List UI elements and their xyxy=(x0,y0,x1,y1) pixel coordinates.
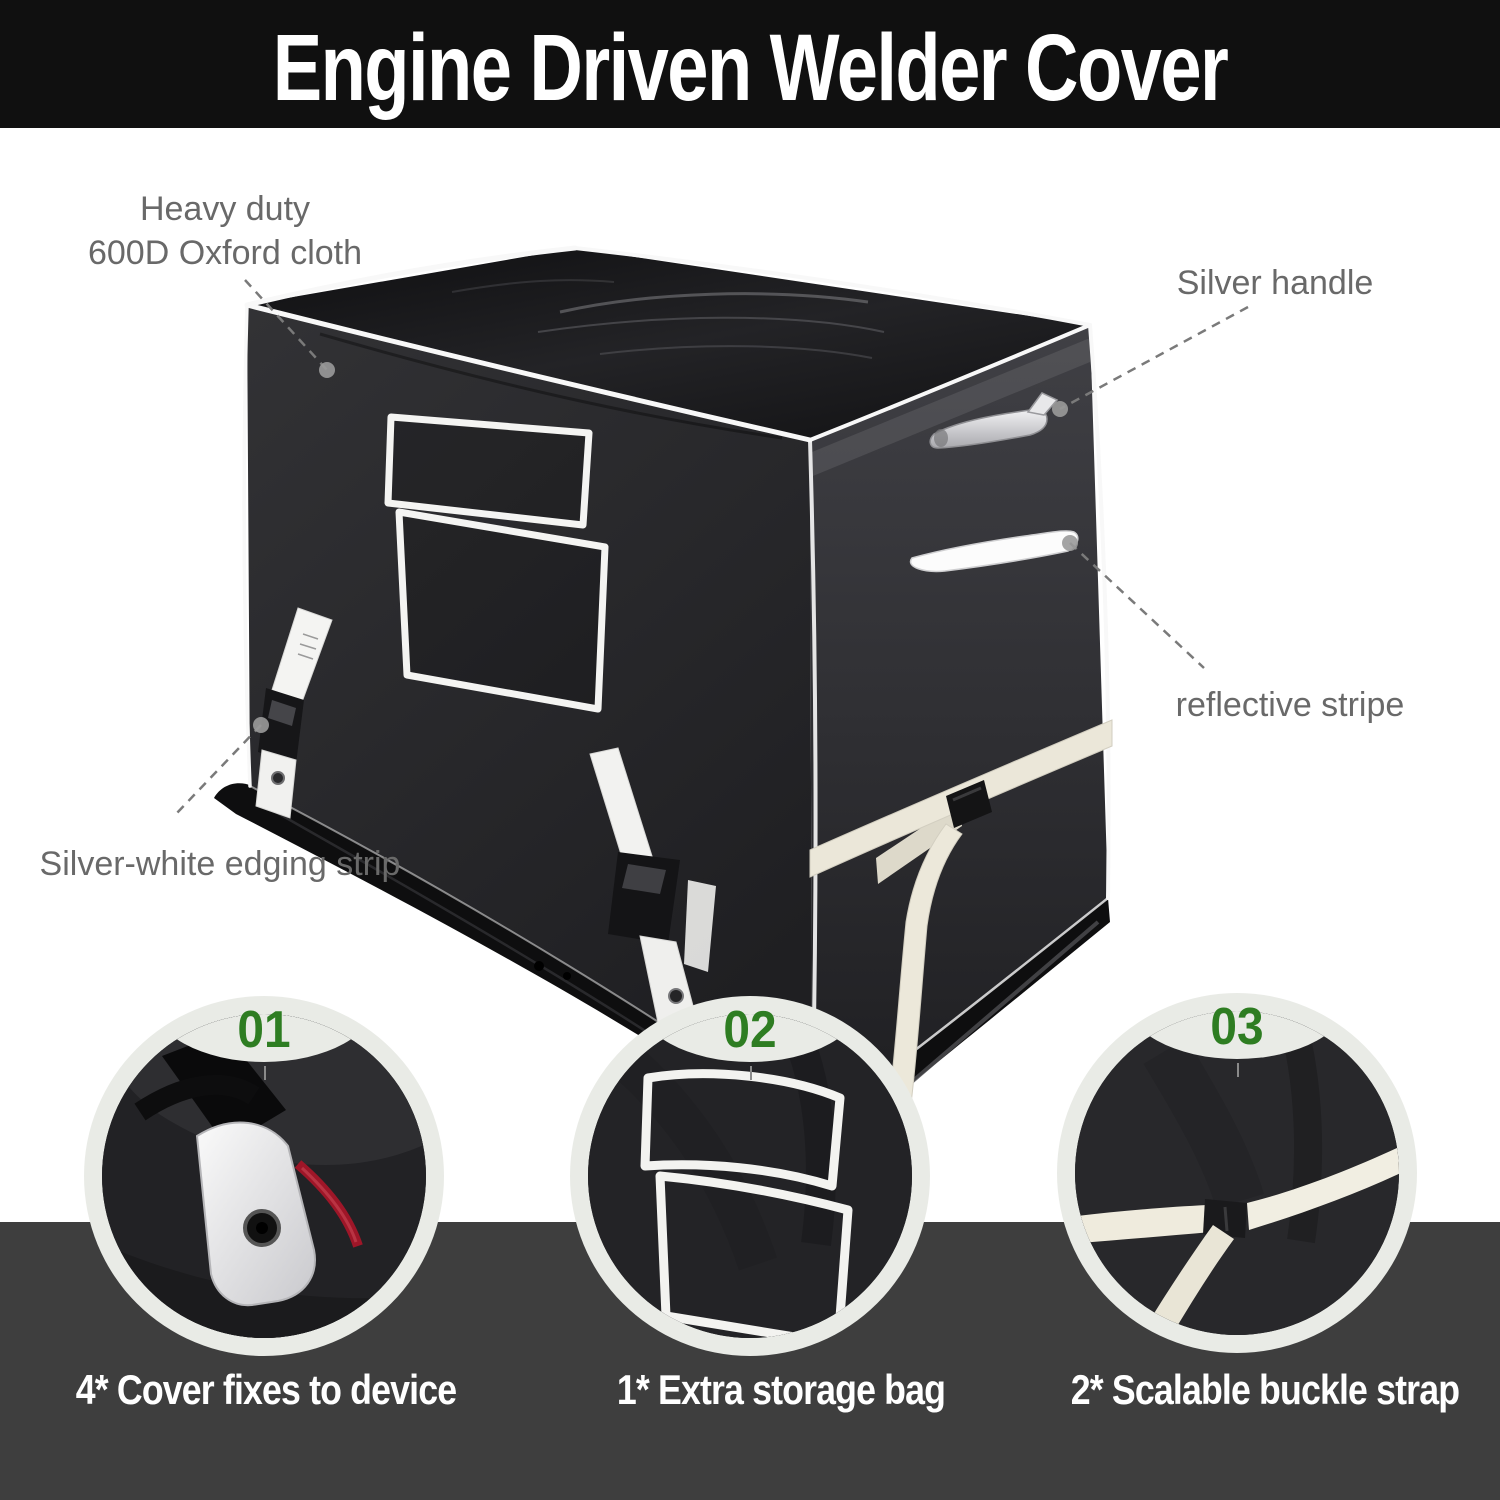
feature-caption-cover-fix: 4* Cover fixes to device xyxy=(75,1366,457,1413)
cover-fix-photo-drawing xyxy=(102,1014,426,1338)
feature-number: 03 xyxy=(1210,998,1264,1056)
page-title: Engine Driven Welder Cover xyxy=(272,15,1229,121)
feature-photo-storage-bag xyxy=(588,1014,912,1338)
silver-handle xyxy=(929,392,1059,449)
feature-caption-buckle-strap: 2* Scalable buckle strap xyxy=(1070,1366,1460,1413)
badge-tick xyxy=(1237,1063,1239,1077)
feature-caption-storage-bag: 1* Extra storage bag xyxy=(616,1366,946,1413)
callout-silver-handle: Silver handle xyxy=(1176,264,1374,302)
cover-right-face xyxy=(810,325,1108,1128)
cover-fix-buckle-center xyxy=(589,747,716,1043)
feature-photo-buckle-strap xyxy=(1075,1011,1399,1335)
badge-tick xyxy=(750,1066,752,1080)
edging-piping xyxy=(242,245,1111,1130)
cover-top-face xyxy=(247,248,1090,440)
feature-badge-storage-bag: 02 xyxy=(570,996,930,1356)
cover-body xyxy=(242,245,1111,1130)
storage-bag-photo-drawing xyxy=(588,1014,912,1338)
feature-number: 01 xyxy=(237,1001,291,1059)
callout-oxford-cloth: Heavy duty 600D Oxford cloth xyxy=(60,188,390,275)
callout-oxford-line2: 600D Oxford cloth xyxy=(87,233,363,272)
feature-number: 02 xyxy=(723,1001,777,1059)
callout-reflective-stripe: reflective stripe xyxy=(1175,686,1405,724)
buckle-straps-right xyxy=(809,719,1113,1173)
leader-lines xyxy=(175,279,1249,815)
badge-tick xyxy=(264,1066,266,1080)
cover-fix-buckle-left xyxy=(255,607,333,819)
feature-photo-cover-fix xyxy=(102,1014,426,1338)
feature-badge-cover-fix: 01 xyxy=(84,996,444,1356)
callout-oxford-line1: Heavy duty xyxy=(139,190,311,228)
header-banner: Engine Driven Welder Cover xyxy=(0,0,1500,128)
storage-pocket xyxy=(384,413,609,713)
callout-edging-strip: Silver-white edging strip xyxy=(39,845,401,883)
buckle-strap-photo-drawing xyxy=(1075,1011,1399,1335)
feature-badge-buckle-strap: 03 xyxy=(1057,993,1417,1353)
